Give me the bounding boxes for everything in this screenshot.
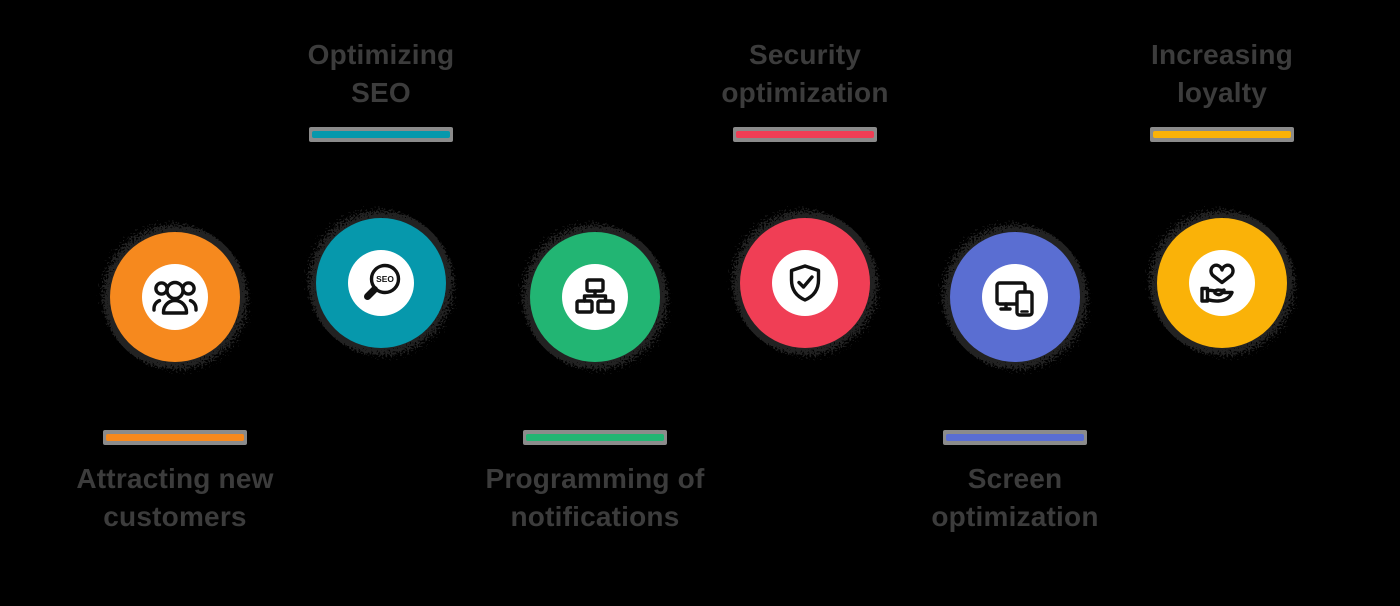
step-underline [1150, 127, 1294, 142]
step-security-optimization: Security optimization [690, 0, 920, 606]
step-programming-of-notifications: Programming of notifications [480, 0, 710, 606]
step-underline [103, 430, 247, 445]
step-increasing-loyalty: Increasing loyalty [1107, 0, 1337, 606]
step-label: Programming of notifications [480, 460, 710, 536]
step-circle: SEO [286, 188, 476, 378]
step-attracting-new-customers: Attracting new customers [60, 0, 290, 606]
step-circle [710, 188, 900, 378]
step-label: Optimizing SEO [266, 36, 496, 112]
people-group-icon [152, 280, 198, 315]
step-circle [500, 202, 690, 392]
step-underline [309, 127, 453, 142]
step-circle [80, 202, 270, 392]
step-circle [1127, 188, 1317, 378]
step-label: Screen optimization [900, 460, 1130, 536]
step-label-line1: Screen [967, 463, 1063, 494]
step-label: Increasing loyalty [1107, 36, 1337, 112]
step-label-line1: Attracting new [76, 463, 274, 494]
step-label: Security optimization [690, 36, 920, 112]
step-label-line2: customers [103, 501, 247, 532]
step-label-line1: Programming of [485, 463, 705, 494]
step-label-line1: Optimizing [307, 39, 455, 70]
step-optimizing-seo: Optimizing SEO SEO [266, 0, 496, 606]
seo-magnifier-icon: SEO [364, 263, 401, 300]
shield-check-icon [789, 264, 821, 302]
svg-text:SEO: SEO [376, 274, 394, 284]
step-circle [920, 202, 1110, 392]
step-label-line2: loyalty [1176, 77, 1268, 108]
step-label-line2: optimization [931, 501, 1099, 532]
step-label-line1: Increasing [1150, 39, 1294, 70]
hand-heart-icon [1200, 263, 1235, 303]
step-label: Attracting new customers [60, 460, 290, 536]
step-underline [733, 127, 877, 142]
responsive-devices-icon [995, 281, 1034, 317]
step-label-line2: SEO [351, 77, 411, 108]
step-underline [523, 430, 667, 445]
step-screen-optimization: Screen optimization [900, 0, 1130, 606]
step-label-line1: Security [748, 39, 862, 70]
sitemap-icon [575, 278, 615, 314]
step-label-line2: notifications [510, 501, 680, 532]
step-label-line2: optimization [721, 77, 889, 108]
step-underline [943, 430, 1087, 445]
